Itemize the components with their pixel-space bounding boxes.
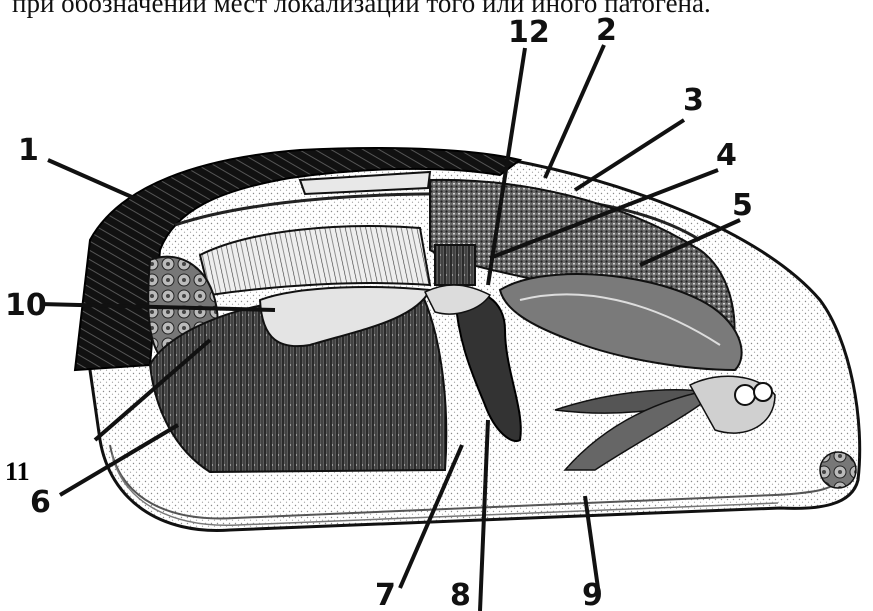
label-12: 12 <box>508 15 550 50</box>
label-8: 8 <box>450 578 471 611</box>
label-11: 11 <box>5 457 30 486</box>
label-7: 7 <box>375 578 396 611</box>
label-10: 10 <box>5 288 47 323</box>
label-1: 1 <box>18 133 39 168</box>
label-3: 3 <box>683 83 704 118</box>
label-2: 2 <box>596 13 617 48</box>
label-5: 5 <box>732 188 753 223</box>
posterior-spot <box>820 452 856 488</box>
label-6: 6 <box>30 485 51 520</box>
label-4: 4 <box>716 138 737 173</box>
label-9: 9 <box>582 578 603 611</box>
